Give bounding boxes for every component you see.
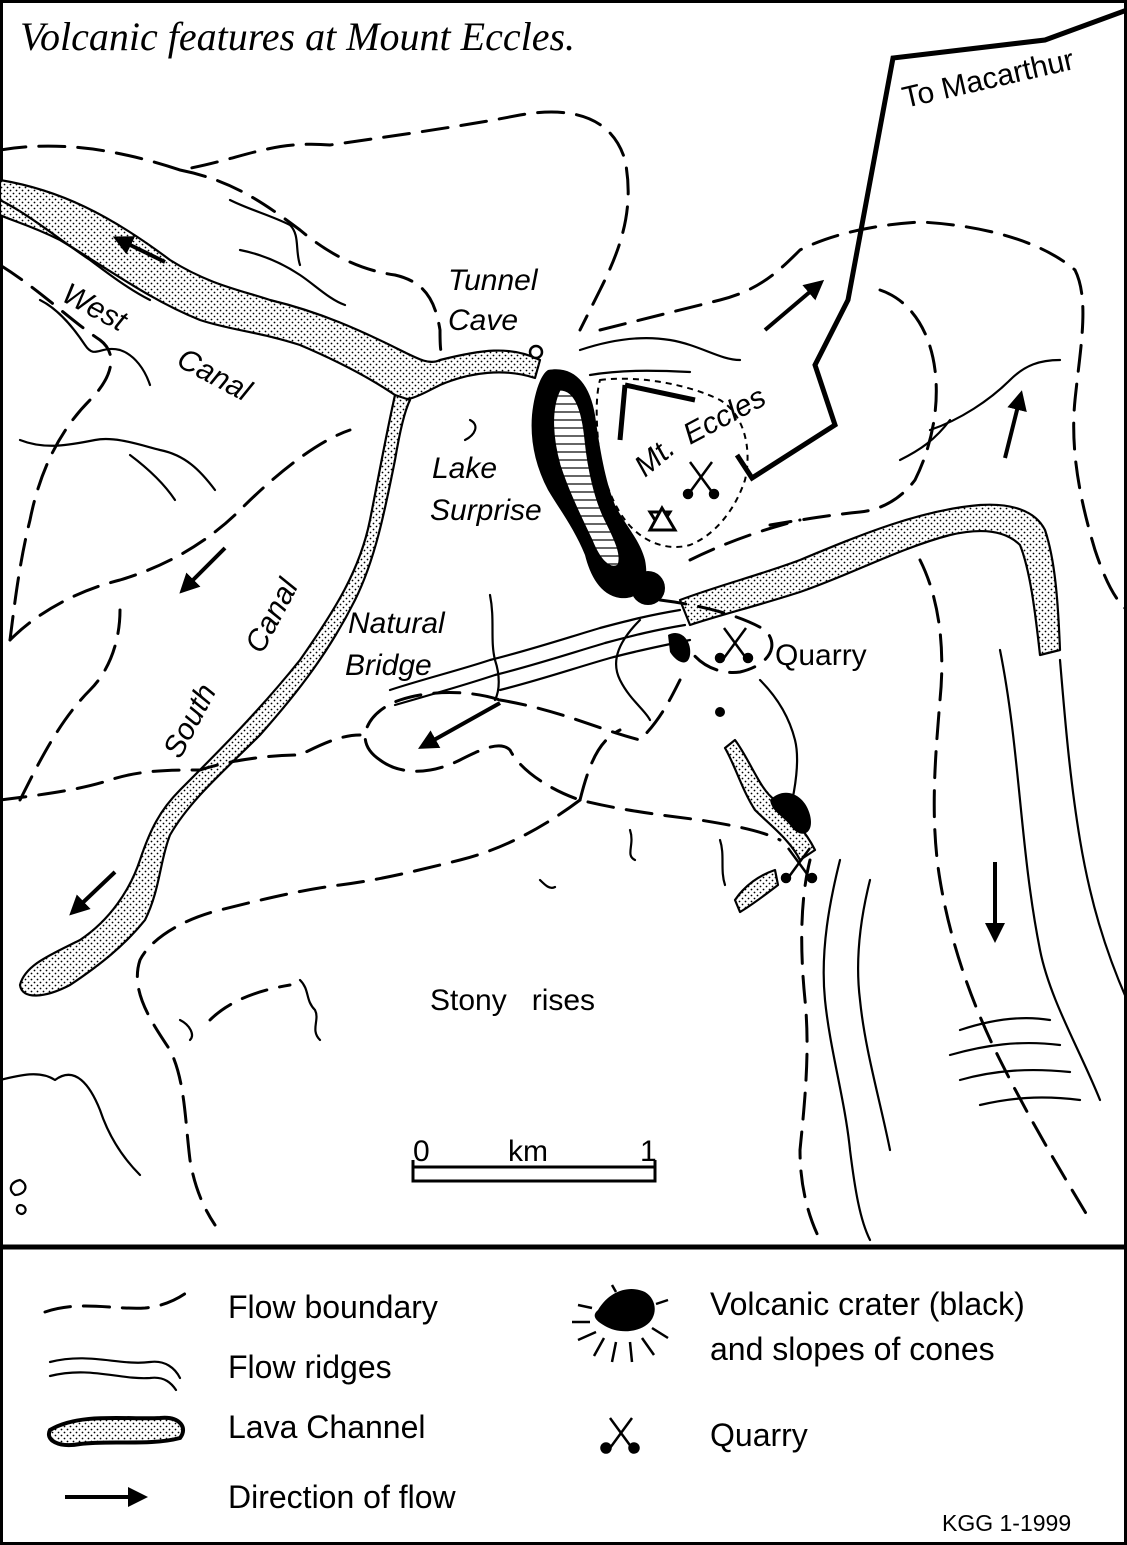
tunnel-cave-marker (528, 344, 544, 360)
label-natural: Natural (348, 607, 446, 640)
legend-crater-line2: and slopes of cones (710, 1331, 995, 1367)
legend-flow-ridges: Flow ridges (228, 1349, 392, 1385)
map-title: Volcanic features at Mount Eccles. (20, 14, 575, 59)
small-crater (715, 707, 725, 717)
legend-flow-boundary: Flow boundary (228, 1289, 438, 1325)
legend-flow-boundary-icon (43, 1288, 192, 1314)
quarry-icon (600, 1417, 640, 1454)
summit-triangle-icon (647, 504, 678, 532)
scale-unit: km (508, 1135, 548, 1168)
label-lake: Lake (432, 452, 497, 485)
arrow-icon (418, 701, 501, 749)
legend-lava-channel: Lava Channel (228, 1409, 425, 1445)
label-bridge: Bridge (345, 649, 432, 682)
quarry-icon (682, 461, 720, 500)
credit: KGG 1-1999 (942, 1510, 1071, 1536)
label-stony-rises: Stony rises (430, 984, 595, 1017)
lava-channel-small (733, 868, 780, 914)
legend-quarry: Quarry (710, 1417, 808, 1453)
scale-end: 1 (640, 1135, 657, 1168)
arrow-icon (69, 870, 117, 916)
quarry-icon (780, 847, 818, 884)
dotted-channel-icon (46, 1415, 186, 1447)
arrow-icon (763, 279, 825, 332)
label-quarry-map: Quarry (775, 639, 867, 672)
flow-boundaries (0, 110, 1127, 1242)
scale-bar: 0 km 1 (411, 1135, 657, 1183)
label-tunnel: Tunnel (448, 264, 539, 297)
lake-surprise-water (553, 389, 620, 567)
road-to-macarthur (734, 7, 1127, 482)
crater-icon (572, 1284, 669, 1363)
flow-arrows (69, 236, 1027, 943)
lava-channel-west (0, 178, 542, 401)
flow-ridges (0, 198, 1127, 1242)
legend-flow-ridges-icon (48, 1357, 182, 1380)
lava-channel-east (678, 503, 1062, 657)
label-surprise: Surprise (430, 494, 542, 527)
arrow-icon (1003, 390, 1027, 459)
crater-southeast (770, 792, 811, 834)
legend-direction-of-flow: Direction of flow (228, 1479, 457, 1515)
mt-eccles-cone (595, 377, 749, 548)
crater-quarry (668, 632, 691, 663)
arrow-icon (112, 236, 166, 264)
label-cave: Cave (448, 304, 518, 337)
lava-channel-south (18, 393, 412, 997)
legend: Flow boundary Flow ridges Lava Channel D… (43, 1284, 1025, 1515)
legend-crater-line1: Volcanic crater (black) (710, 1286, 1025, 1322)
scale-start: 0 (413, 1135, 430, 1168)
quarry-icon (714, 627, 754, 664)
road-branch (617, 382, 696, 441)
crater-south (631, 571, 665, 605)
arrow-icon (179, 546, 227, 594)
